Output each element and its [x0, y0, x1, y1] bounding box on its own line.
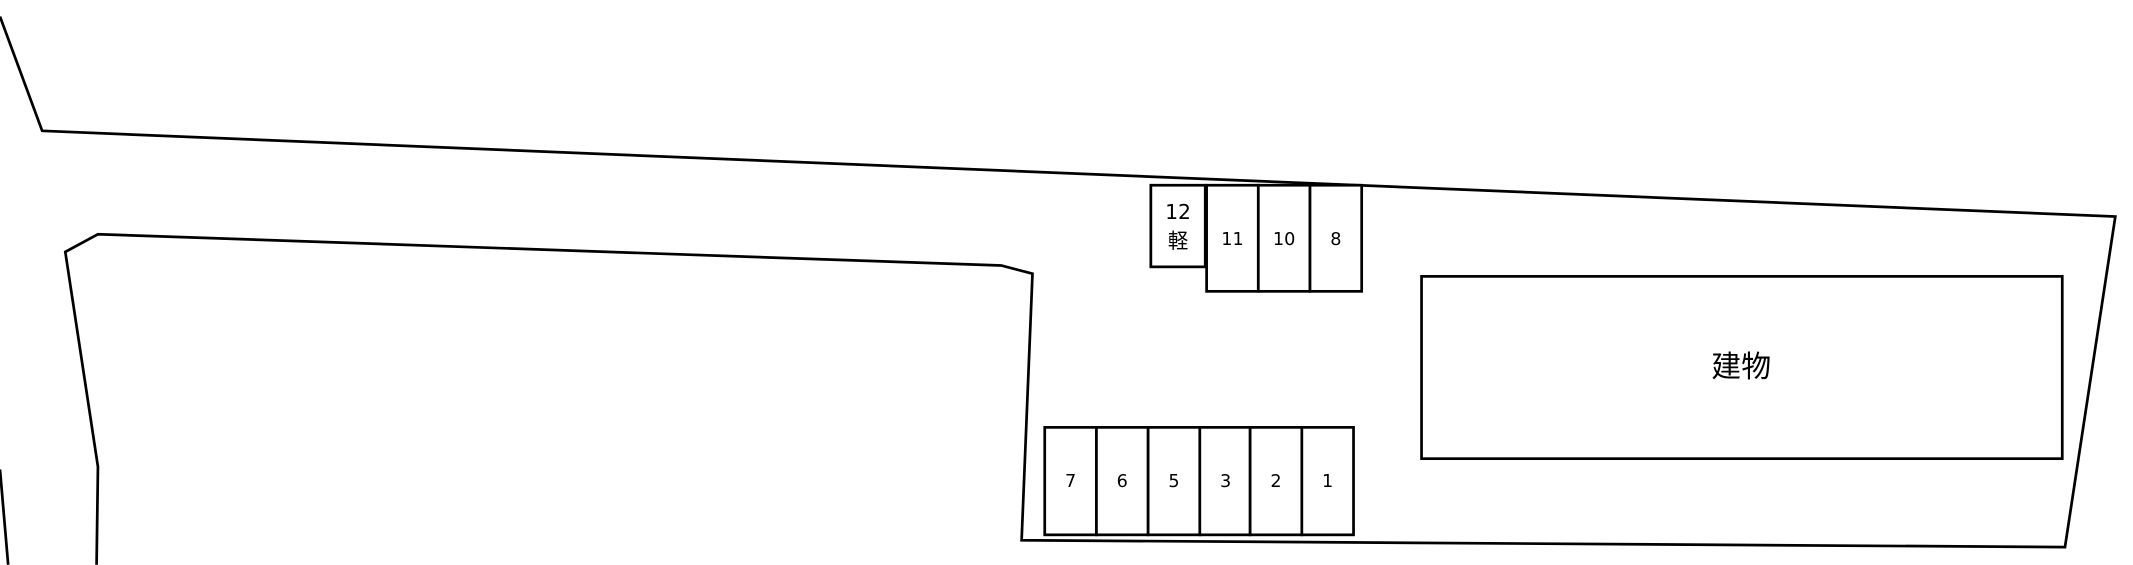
- parking-space-7: 7: [1043, 426, 1098, 537]
- parking-space-8: 8: [1308, 183, 1364, 293]
- building: 建物: [1420, 275, 2064, 461]
- parking-space-2: 2: [1248, 426, 1304, 537]
- space-number: 11: [1221, 230, 1244, 250]
- parking-space-3: 3: [1198, 426, 1252, 537]
- space-number: 5: [1168, 472, 1179, 492]
- space-number: 1: [1322, 472, 1333, 492]
- compact-car-label: 軽: [1168, 229, 1188, 253]
- space-number: 12: [1165, 200, 1191, 224]
- parking-space-1: 1: [1300, 426, 1355, 537]
- parking-space-11: 11: [1205, 183, 1260, 293]
- lot-boundary: [0, 16, 2117, 565]
- road-edge: [0, 469, 10, 565]
- parking-space-5: 5: [1146, 426, 1202, 537]
- space-number: 2: [1270, 472, 1281, 492]
- building-label: 建物: [1711, 350, 1771, 385]
- parking-space-10: 10: [1256, 183, 1312, 293]
- space-number: 6: [1117, 472, 1128, 492]
- space-number: 10: [1273, 230, 1296, 250]
- parking-space-6: 6: [1095, 426, 1150, 537]
- space-number: 8: [1330, 230, 1341, 250]
- space-number: 3: [1220, 472, 1231, 492]
- parking-space-12: 12 軽: [1149, 183, 1207, 269]
- space-number: 7: [1065, 472, 1076, 492]
